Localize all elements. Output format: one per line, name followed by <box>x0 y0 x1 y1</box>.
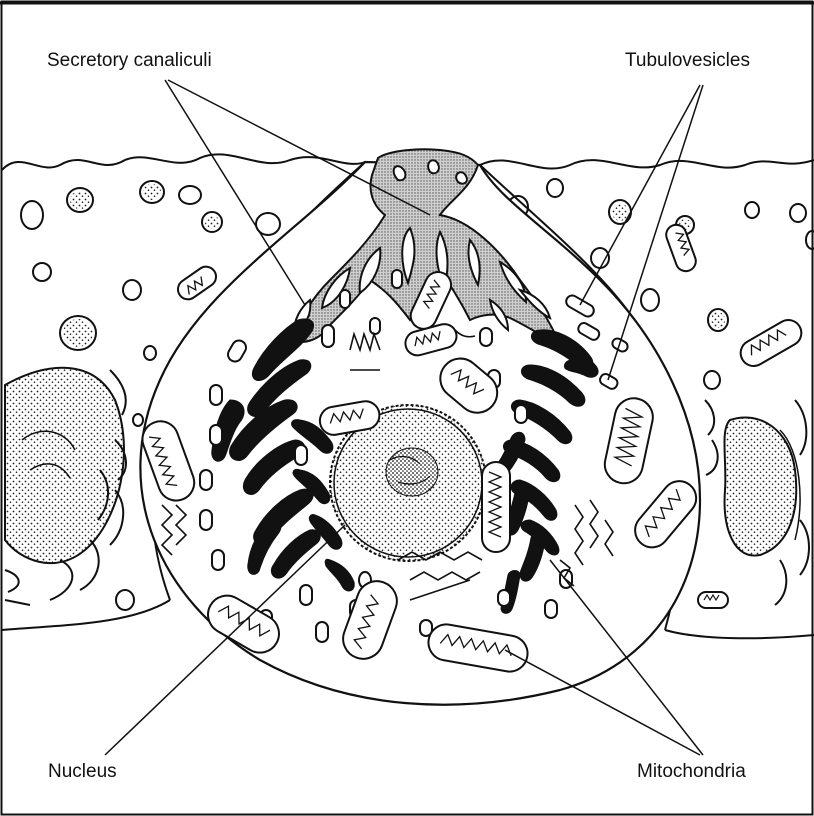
nucleus-label: Nucleus <box>48 761 117 783</box>
secretory-canaliculi-label: Secretory canaliculi <box>47 50 212 72</box>
tubulovesicles-label: Tubulovesicles <box>625 50 750 72</box>
mitochondria-label: Mitochondria <box>637 761 746 783</box>
